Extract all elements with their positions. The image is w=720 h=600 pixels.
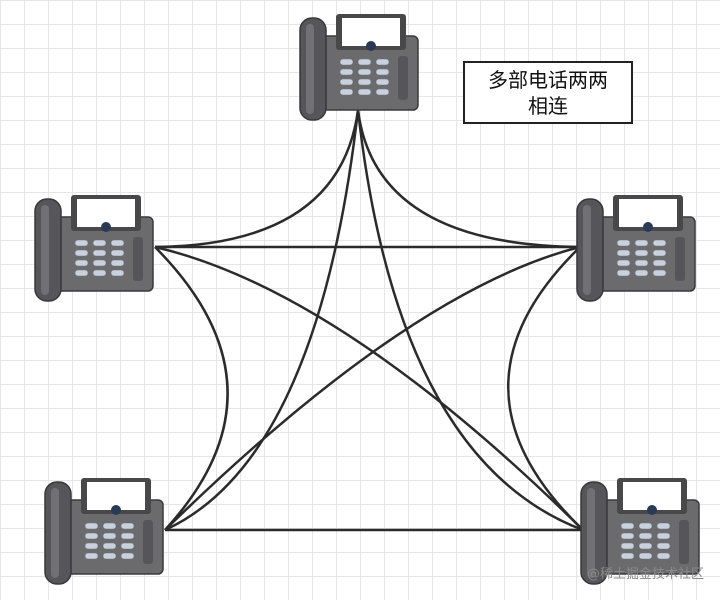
wire-right-upper-to-right-lower [507,246,584,531]
phone-left-lower-icon [44,477,164,585]
phone-top-icon [299,13,419,121]
wire-left-upper-to-right-lower [154,245,584,531]
wire-right-upper-to-left-lower [164,245,581,531]
wire-top-to-left-lower [164,109,360,532]
phone-left-upper-icon [34,194,154,302]
caption-box: 多部电话两两相连 [463,61,633,124]
caption-text: 多部电话两两相连 [488,67,608,118]
wire-top-to-right-lower [356,109,584,532]
phone-right-upper-icon [576,194,696,302]
watermark: @稀土掘金技术社区 [586,567,704,582]
wires [154,109,584,532]
wire-top-to-left-upper [154,109,360,249]
wire-left-upper-to-left-lower [154,246,229,531]
wire-top-to-right-upper [356,109,581,249]
